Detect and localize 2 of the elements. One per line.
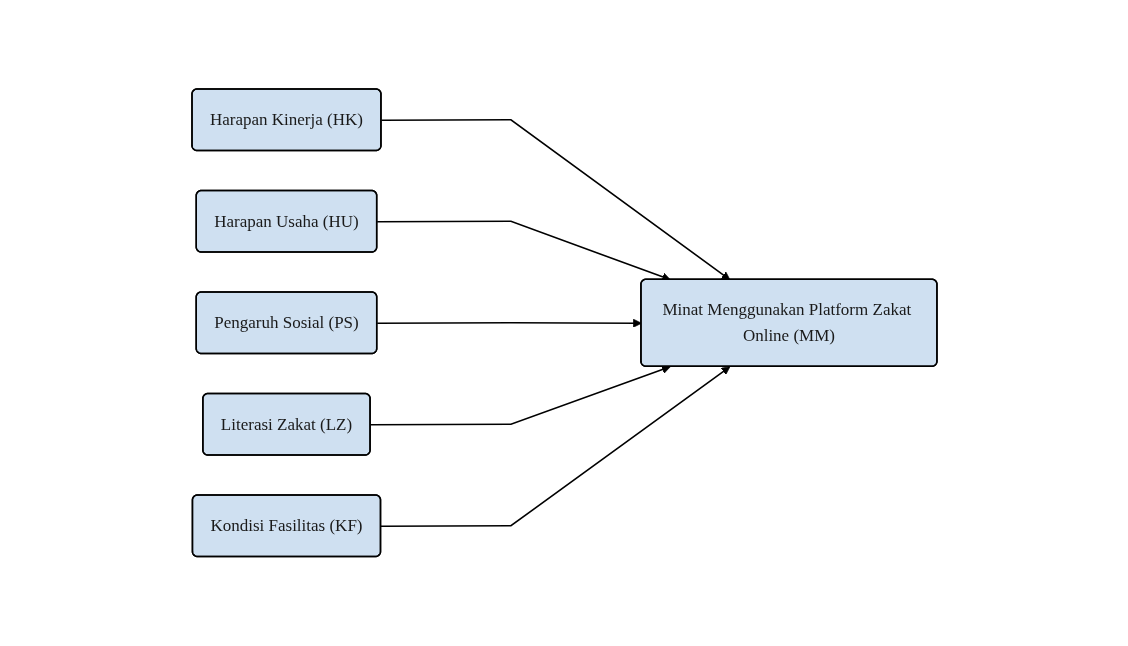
arrow	[380, 119, 730, 281]
arrow	[369, 365, 671, 426]
